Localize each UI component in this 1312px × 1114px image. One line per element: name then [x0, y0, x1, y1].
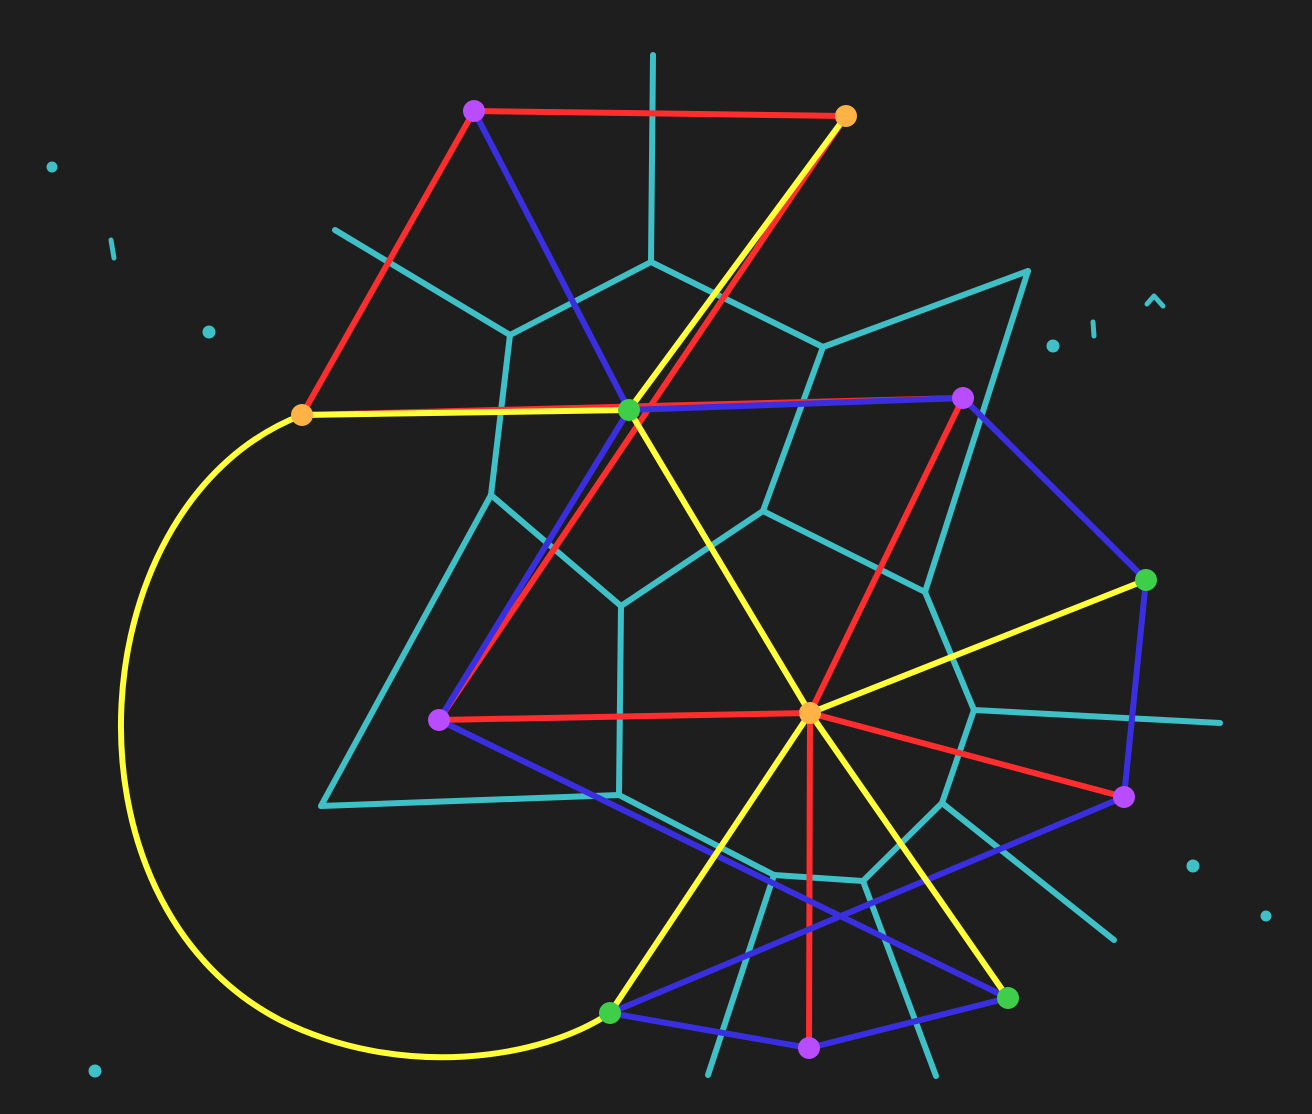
teal-speck	[1090, 319, 1097, 339]
teal-edge	[820, 268, 1031, 350]
blue-edge-layer	[436, 108, 1149, 1051]
teal-edge	[771, 872, 866, 884]
teal-edge	[648, 52, 656, 265]
red-edge	[807, 710, 1127, 800]
blue-edge	[607, 794, 1127, 1016]
teal-edge	[507, 259, 654, 338]
node-g4	[997, 987, 1019, 1009]
node-o1	[291, 404, 313, 426]
teal-edge	[760, 344, 826, 514]
yellow-edge	[626, 407, 813, 716]
teal-speck	[1186, 859, 1200, 873]
node-g3	[599, 1002, 621, 1024]
node-p1	[463, 100, 485, 122]
teal-speck-layer	[46, 161, 1272, 1078]
node-p3	[428, 709, 450, 731]
teal-edge	[488, 332, 513, 498]
teal-edge	[616, 792, 777, 878]
red-edge-layer	[299, 108, 1127, 1051]
teal-edge	[618, 508, 766, 609]
yellow-edge	[607, 710, 813, 1016]
blue-edge	[960, 395, 1149, 583]
teal-speck	[88, 1064, 102, 1078]
node-p2	[952, 387, 974, 409]
teal-edge-layer	[318, 52, 1223, 1079]
teal-edge	[922, 268, 1031, 595]
blue-edge	[806, 995, 1011, 1051]
teal-speck	[46, 161, 58, 173]
red-edge	[436, 113, 849, 723]
yellow-edge	[807, 710, 1011, 1001]
blue-edge	[436, 717, 1011, 1001]
teal-edge	[332, 227, 513, 338]
teal-edge	[705, 872, 777, 1078]
yellow-edge-layer	[299, 113, 1149, 1016]
red-edge	[807, 395, 966, 716]
node-layer	[291, 100, 1157, 1059]
yellow-edge	[807, 577, 1149, 716]
yellow-loop-edge	[117, 412, 613, 1061]
node-p4	[1113, 786, 1135, 808]
blue-edge	[607, 1010, 812, 1051]
teal-edge	[648, 259, 826, 350]
node-g2	[1135, 569, 1157, 591]
teal-speck	[108, 237, 117, 261]
blue-edge	[436, 407, 632, 723]
teal-edge	[939, 707, 977, 806]
red-edge	[806, 710, 813, 1051]
yellow-edge	[299, 407, 632, 418]
blue-edge	[1121, 577, 1149, 800]
node-o2	[835, 105, 857, 127]
blue-edge	[471, 108, 632, 413]
teal-speck	[1260, 910, 1272, 922]
teal-edge	[939, 800, 1117, 943]
teal-speck	[202, 325, 216, 339]
teal-edge	[318, 492, 494, 809]
teal-edge	[616, 603, 624, 798]
node-g1	[618, 399, 640, 421]
teal-speck	[1046, 339, 1060, 353]
yellow-edge	[626, 113, 849, 413]
node-o3	[799, 702, 821, 724]
teal-edge	[922, 589, 977, 713]
red-edge	[299, 108, 477, 418]
blue-edge	[626, 395, 966, 413]
teal-edge	[760, 508, 928, 595]
teal-edge	[971, 707, 1223, 726]
teal-speck	[1144, 293, 1166, 309]
node-p5	[798, 1037, 820, 1059]
red-edge	[471, 108, 849, 119]
teal-edge	[860, 878, 939, 1079]
teal-edge	[318, 792, 622, 809]
red-edge	[436, 710, 813, 723]
